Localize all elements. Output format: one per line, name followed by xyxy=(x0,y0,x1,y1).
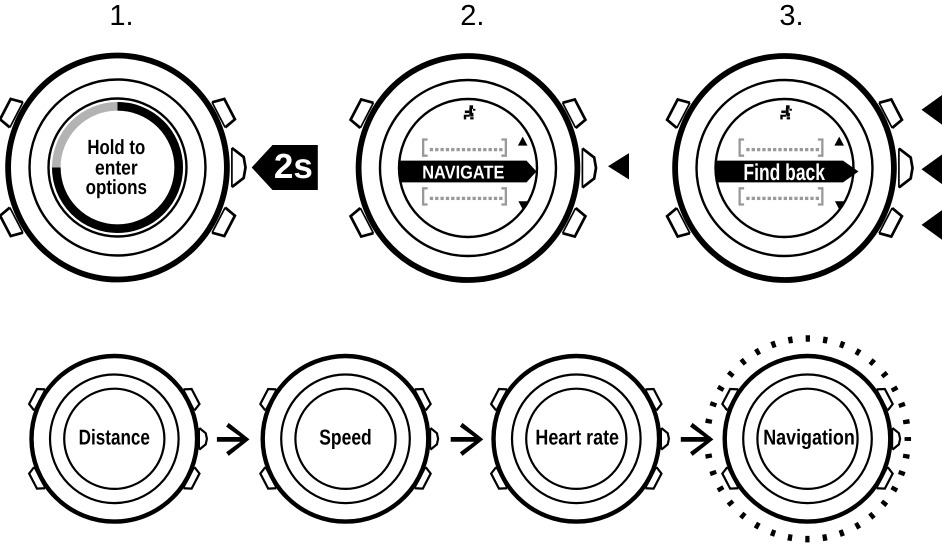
svg-text:options: options xyxy=(86,176,147,199)
svg-text:3.: 3. xyxy=(779,0,803,32)
svg-text:2.: 2. xyxy=(460,0,484,32)
svg-text:enter: enter xyxy=(95,157,138,180)
svg-text:Heart rate: Heart rate xyxy=(535,426,619,450)
svg-text:Hold to: Hold to xyxy=(87,136,145,159)
svg-text:Navigation: Navigation xyxy=(763,426,855,450)
svg-text:1.: 1. xyxy=(109,0,133,32)
svg-text:Distance: Distance xyxy=(79,426,150,450)
svg-text:Speed: Speed xyxy=(319,426,371,450)
svg-text:NAVIGATE: NAVIGATE xyxy=(422,162,504,183)
svg-text:2s: 2s xyxy=(274,147,313,186)
svg-text:Find back: Find back xyxy=(743,159,825,185)
